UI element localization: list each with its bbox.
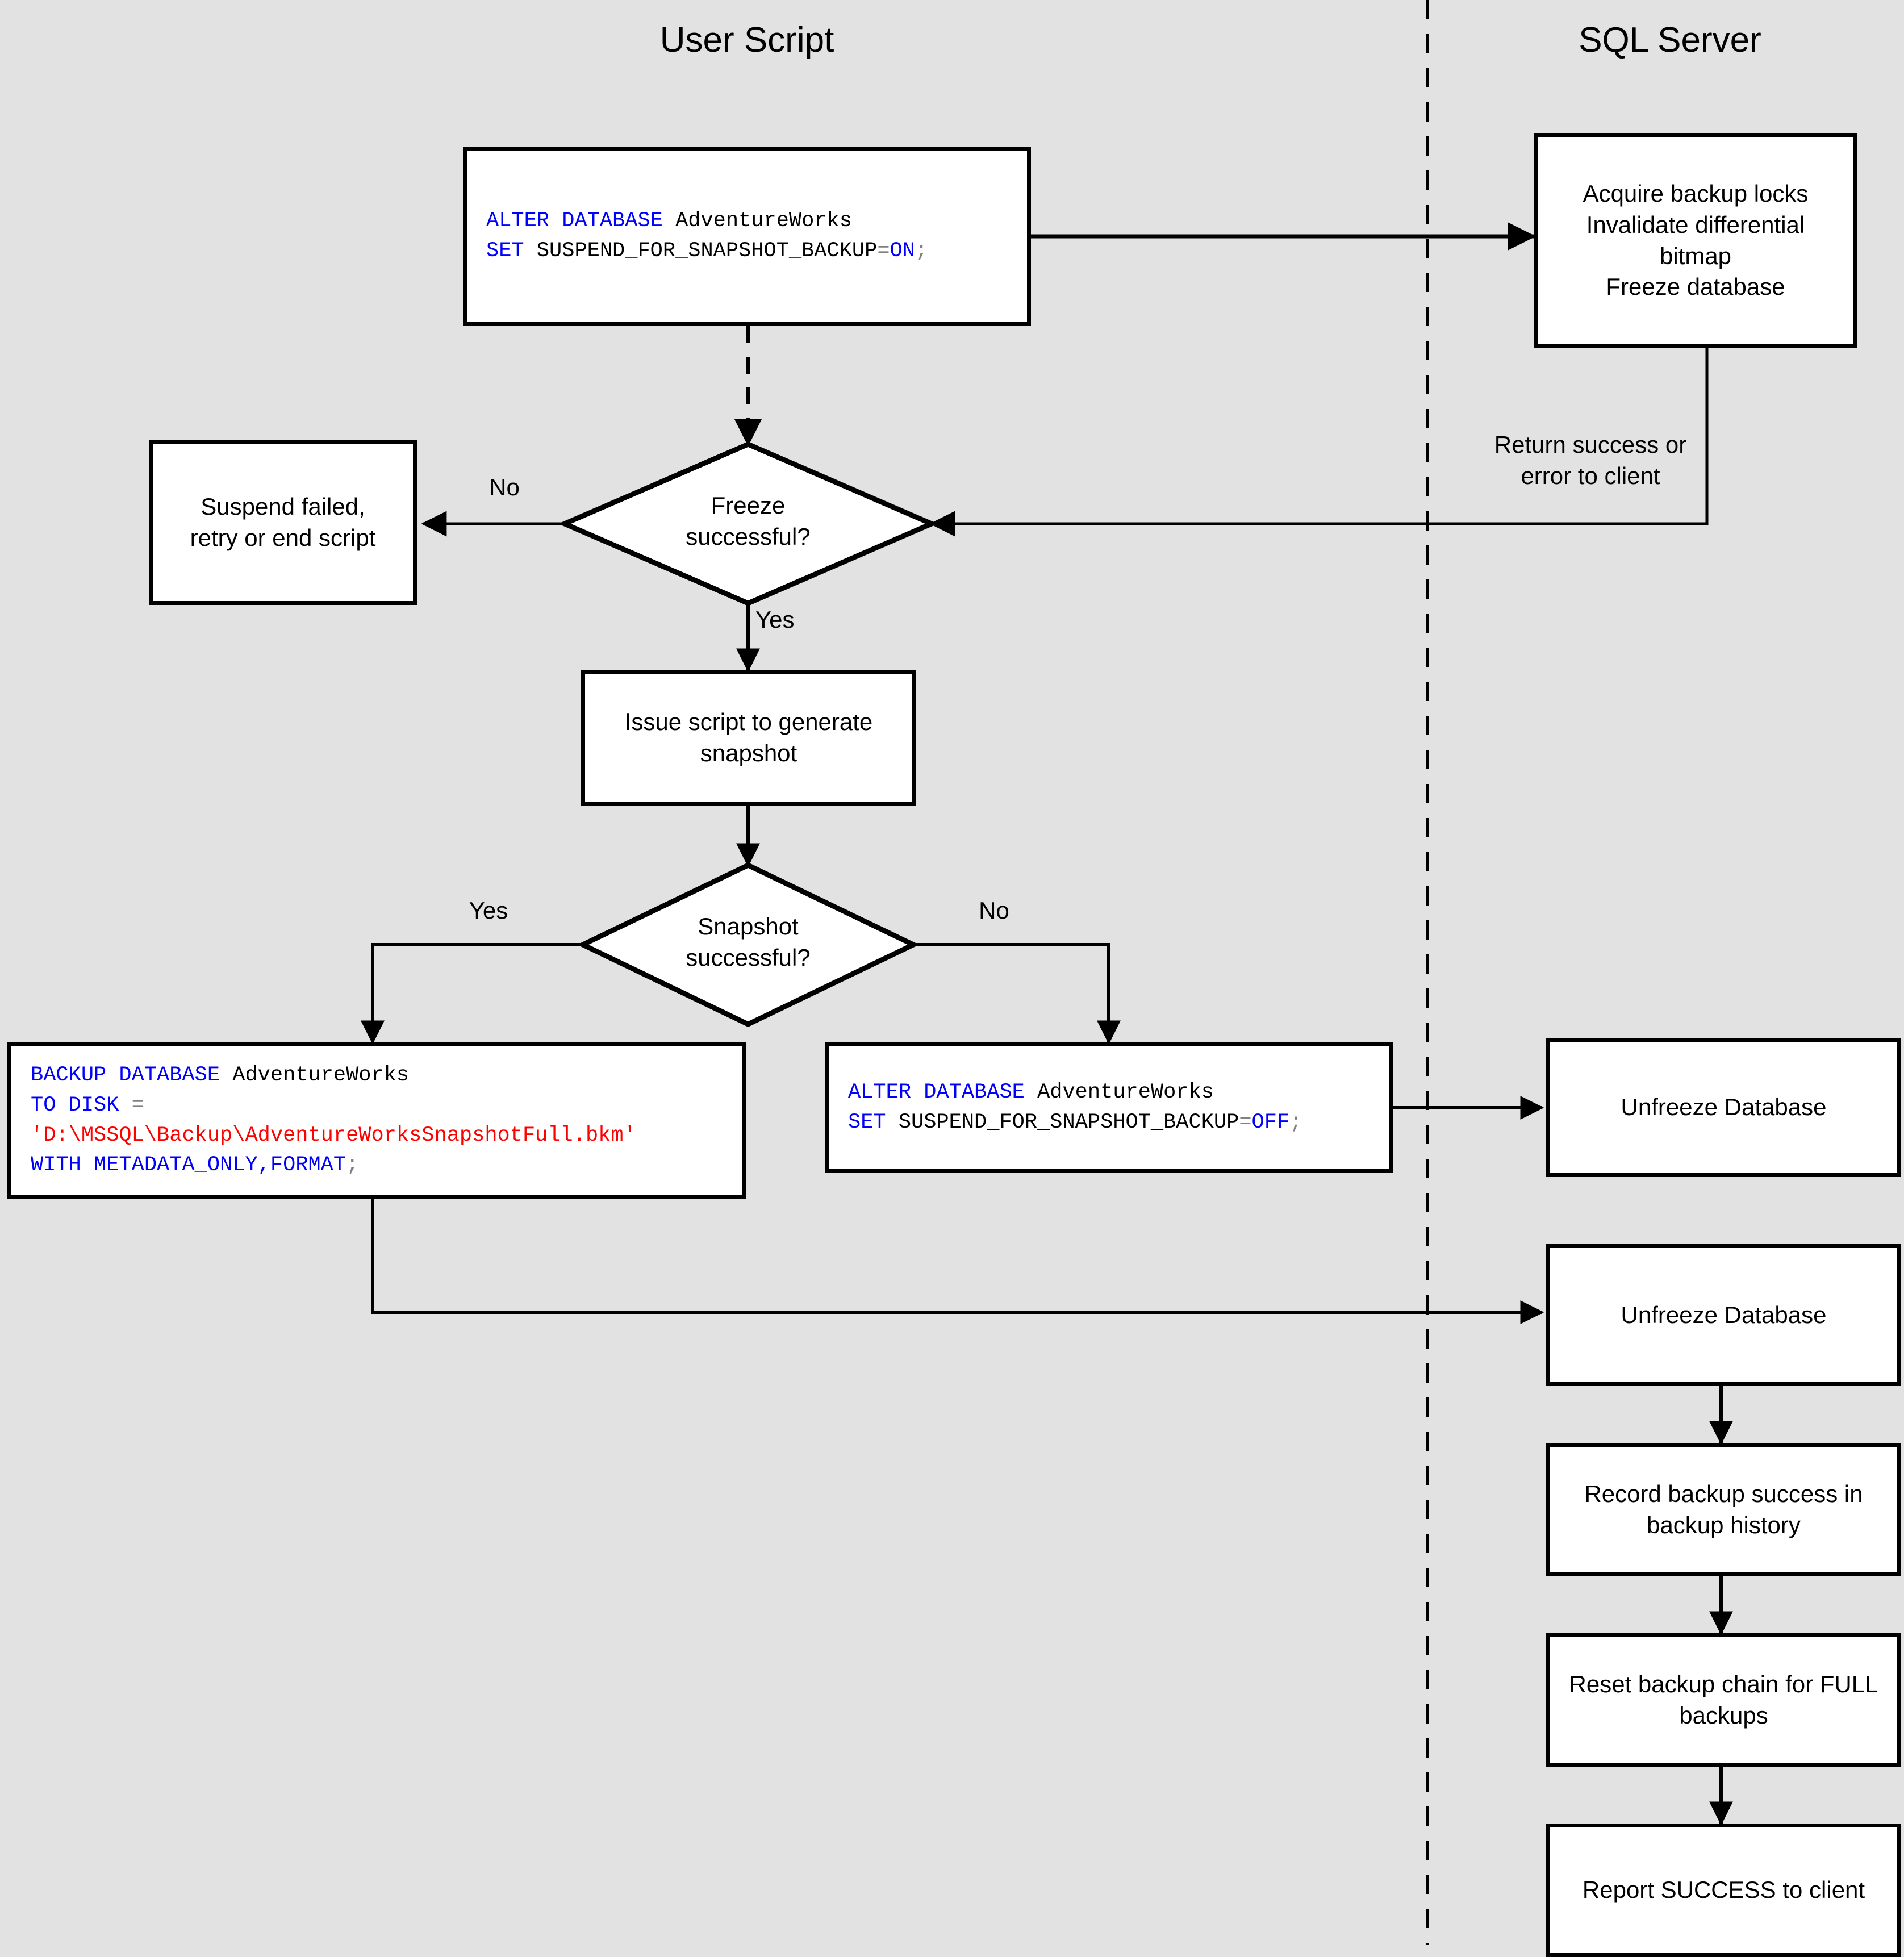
node-suspend-failed-label: Suspend failed, retry or end script — [190, 493, 376, 551]
node-acquire-backup-locks-label: Acquire backup locks Invalidate differen… — [1583, 180, 1809, 301]
node-record-backup-success-label: Record backup success in backup history — [1584, 1480, 1863, 1538]
node-report-success-label: Report SUCCESS to client — [1582, 1876, 1865, 1904]
node-unfreeze-database-1-label: Unfreeze Database — [1621, 1094, 1827, 1121]
node-alter-database-off[interactable]: ALTER DATABASE AdventureWorks SET SUSPEN… — [825, 1042, 1393, 1173]
node-record-backup-success[interactable]: Record backup success in backup history — [1546, 1443, 1901, 1576]
decision-freeze-successful — [558, 441, 938, 606]
decision-snapshot-successful — [577, 862, 920, 1027]
lane-title-user-script: User Script — [659, 20, 834, 60]
node-alter-database-on[interactable]: ALTER DATABASE AdventureWorks SET SUSPEN… — [463, 147, 1031, 326]
code-backup-database: BACKUP DATABASE AdventureWorks TO DISK =… — [31, 1063, 636, 1178]
edge-label-snapshot-yes: Yes — [469, 897, 508, 924]
edge-snapshot-yes — [361, 943, 588, 1045]
node-unfreeze-database-2-label: Unfreeze Database — [1621, 1301, 1827, 1328]
edge-label-return-success: Return success or error to client — [1494, 431, 1687, 490]
edge-acquire-to-freeze — [929, 348, 1709, 537]
edge-label-snapshot-no: No — [979, 897, 1009, 924]
code-alter-on: ALTER DATABASE AdventureWorks SET SUSPEN… — [486, 209, 928, 263]
node-reset-backup-chain[interactable]: Reset backup chain for FULL backups — [1546, 1633, 1901, 1767]
edge-backup-to-unfreeze2 — [371, 1199, 1544, 1324]
edge-label-freeze-no: No — [489, 474, 520, 500]
lane-title-sql-server: SQL Server — [1579, 20, 1761, 60]
node-issue-script-label: Issue script to generate snapshot — [624, 708, 873, 766]
node-reset-backup-chain-label: Reset backup chain for FULL backups — [1569, 1670, 1878, 1729]
edge-label-freeze-yes: Yes — [755, 606, 795, 633]
edge-snapshot-no — [909, 943, 1121, 1045]
node-issue-script[interactable]: Issue script to generate snapshot — [581, 670, 916, 806]
node-report-success[interactable]: Report SUCCESS to client — [1546, 1824, 1901, 1957]
node-backup-database[interactable]: BACKUP DATABASE AdventureWorks TO DISK =… — [7, 1042, 746, 1199]
node-unfreeze-database-1[interactable]: Unfreeze Database — [1546, 1038, 1901, 1177]
node-suspend-failed[interactable]: Suspend failed, retry or end script — [149, 440, 417, 605]
code-alter-off: ALTER DATABASE AdventureWorks SET SUSPEN… — [848, 1080, 1302, 1134]
node-unfreeze-database-2[interactable]: Unfreeze Database — [1546, 1244, 1901, 1386]
node-acquire-backup-locks[interactable]: Acquire backup locks Invalidate differen… — [1534, 133, 1857, 348]
